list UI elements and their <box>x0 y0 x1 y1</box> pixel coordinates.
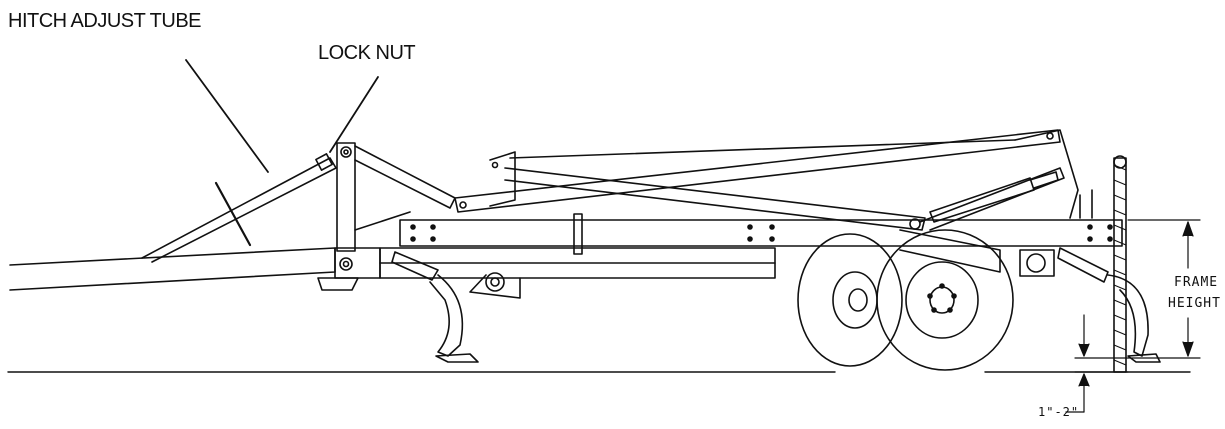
top-link <box>454 129 1061 213</box>
lock-nut-label: LOCK NUT <box>318 42 416 64</box>
front-shank <box>391 251 479 363</box>
clearance-dimension <box>1065 314 1129 413</box>
hitch-tongue <box>9 247 381 291</box>
height-label: HEIGHT <box>1168 296 1221 311</box>
hitch-mast <box>336 142 456 252</box>
rear-shank <box>1057 247 1161 363</box>
main-frame <box>379 213 1123 299</box>
lock-nut <box>315 153 333 171</box>
front-wheel <box>876 229 1014 371</box>
clearance-label: 1"-2" <box>1038 405 1080 419</box>
hydraulic-cylinder <box>909 171 1059 230</box>
rear-wheel <box>797 233 903 367</box>
frame-height-dimension <box>1127 219 1201 359</box>
lock-nut-leader <box>329 76 379 153</box>
rear-bracket <box>1079 189 1093 219</box>
tongue-pivot-nut <box>339 257 353 271</box>
depth-gauge-rod <box>1113 155 1127 373</box>
hitch-adjust-tube-label: HITCH ADJUST TUBE <box>8 10 202 32</box>
wheel-arm <box>899 229 1055 277</box>
rear-strut <box>504 129 1079 231</box>
hitch-adjust-tube <box>141 153 337 263</box>
hitch-adjust-tube-leader <box>185 59 269 173</box>
frame-label: FRAME <box>1174 275 1219 290</box>
